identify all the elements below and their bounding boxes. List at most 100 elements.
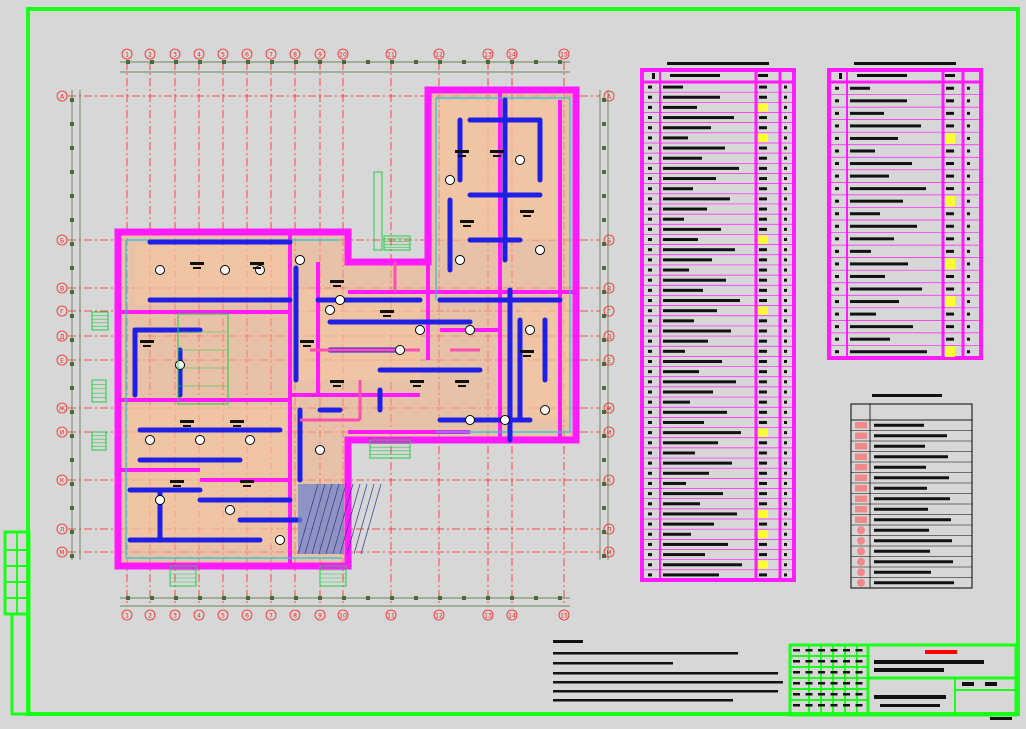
axis-bubble-label: Г (60, 309, 64, 316)
notes-title (553, 640, 583, 643)
table-header-cell (839, 73, 842, 79)
table-row-highlight (758, 306, 768, 315)
dimension-tick (438, 60, 442, 64)
air-diffuser (145, 435, 155, 445)
room-tag (490, 150, 504, 153)
axis-bubble-label: 8 (293, 613, 297, 620)
table-row-number (648, 461, 652, 465)
table-row-number (648, 268, 652, 272)
title-block-cell (805, 682, 813, 685)
title-sheet-name (874, 695, 946, 699)
table-row-flag (967, 124, 970, 128)
dimension-tick (70, 98, 74, 102)
table-row-number (835, 237, 839, 241)
table-row-number (648, 370, 652, 374)
title-project-name (874, 668, 944, 672)
dimension-tick (602, 434, 606, 438)
axis-bubble-label: 5 (221, 613, 225, 620)
dimension-tick (222, 596, 226, 600)
table-row-value (759, 197, 767, 201)
axis-bubble (56, 426, 68, 438)
dimension-tick (602, 122, 606, 126)
table-row-number (648, 339, 652, 343)
table-row-highlight (945, 133, 955, 144)
table-row-flag (784, 553, 787, 557)
table-row-value (946, 312, 954, 316)
axis-bubble (433, 48, 445, 60)
dimension-tick (438, 596, 442, 600)
legend-description (874, 497, 950, 501)
title-block-cell (830, 660, 838, 663)
legend-description (874, 518, 951, 522)
dimension-tick (70, 266, 74, 270)
table-row-name (663, 420, 704, 424)
title-block-cell (855, 704, 863, 707)
table-row-name (663, 146, 725, 150)
air-diffuser (195, 435, 205, 445)
axis-bubble (56, 474, 68, 486)
table-row-flag (784, 146, 787, 150)
table-row-value (759, 187, 767, 191)
room-tag-sub (173, 485, 181, 487)
table-row-name (663, 126, 711, 130)
axis-bubble (385, 48, 397, 60)
air-diffuser (315, 445, 325, 455)
axis-bubble-label: А (607, 94, 612, 101)
table-row-value (759, 319, 767, 323)
dimension-tick (342, 596, 346, 600)
axis-bubble (169, 48, 181, 60)
table-row-value (759, 542, 767, 546)
table-row-number (835, 287, 839, 291)
table-row-number (835, 124, 839, 128)
table-row-flag (784, 420, 787, 424)
table-row-number (835, 224, 839, 228)
table-row-flag (784, 359, 787, 363)
table-row-flag (784, 431, 787, 435)
table-row-flag (784, 492, 787, 496)
table-row-flag (784, 532, 787, 536)
table-row-value (759, 441, 767, 445)
axis-bubble (56, 546, 68, 558)
table-row-name (850, 187, 926, 191)
air-diffuser (220, 265, 230, 275)
table-row-name (663, 309, 717, 313)
dimension-tick (602, 554, 606, 558)
legend-title-bar (872, 394, 942, 397)
table-row-flag (784, 227, 787, 231)
legend-description (874, 455, 948, 459)
air-diffuser (455, 255, 465, 265)
title-block-cell (805, 693, 813, 696)
room-tag (455, 150, 469, 153)
hatch-line (360, 483, 382, 555)
table-row-name (663, 227, 721, 231)
dimension-tick (558, 596, 562, 600)
axis-bubble (603, 282, 615, 294)
table-row-number (648, 166, 652, 170)
table-row-number (835, 337, 839, 341)
table-row-number (648, 248, 652, 252)
table-row-flag (784, 502, 787, 506)
table-row-value (946, 111, 954, 115)
table-row-value (759, 420, 767, 424)
axis-bubble (603, 330, 615, 342)
table-row-highlight (945, 296, 955, 307)
dimension-tick (70, 314, 74, 318)
axis-bubble-label: 11 (387, 613, 395, 620)
room-fill (290, 290, 420, 380)
room-tag-sub (523, 355, 531, 357)
hatch-line (311, 483, 333, 555)
table-row-number (835, 350, 839, 354)
title-block-cell (793, 671, 800, 674)
table-row-value (759, 553, 767, 557)
room-fill (125, 405, 285, 545)
legend-description (874, 444, 925, 448)
table-row-number (835, 162, 839, 166)
dimension-tick (270, 596, 274, 600)
table-row-name (663, 532, 691, 536)
title-block-cell (818, 704, 825, 707)
title-block-cell (830, 704, 838, 707)
axis-bubble-label: 15 (560, 613, 568, 620)
table-row-number (648, 492, 652, 496)
axis-bubble-label: Е (60, 358, 64, 365)
